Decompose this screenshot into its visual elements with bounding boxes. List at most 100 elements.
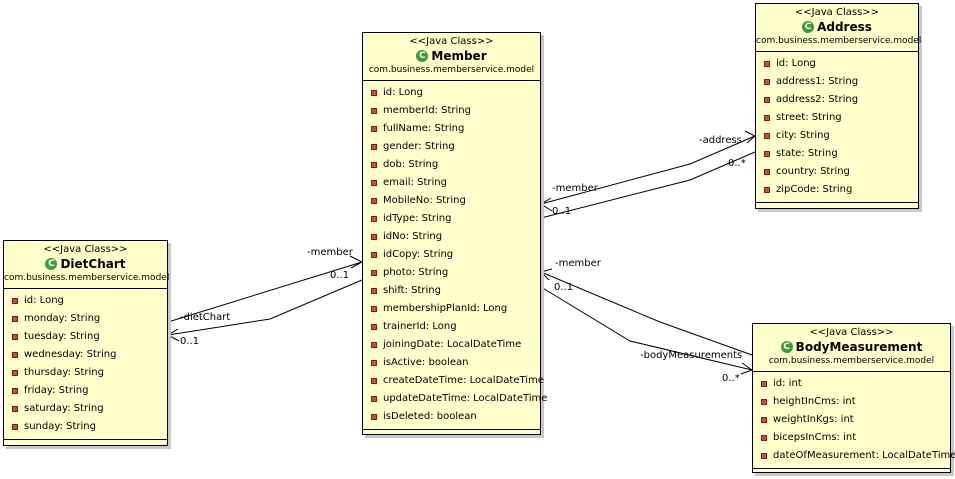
- private-field-icon: [371, 198, 377, 204]
- stereotype-label: <<Java Class>>: [409, 36, 494, 47]
- class-name-text: Address: [817, 20, 872, 34]
- attribute: city: String: [756, 127, 918, 145]
- private-field-icon: [764, 169, 770, 175]
- class-member[interactable]: <<Java Class>> C Member com.business.mem…: [362, 32, 547, 435]
- attribute: shift: String: [363, 282, 540, 300]
- private-field-icon: [761, 435, 767, 441]
- attribute: monday: String: [4, 310, 167, 328]
- private-field-icon: [371, 252, 377, 258]
- edge-member-body: [540, 286, 753, 371]
- attribute: thursday: String: [4, 364, 167, 382]
- private-field-icon: [371, 216, 377, 222]
- operations-compartment: [753, 469, 950, 474]
- private-field-icon: [764, 187, 770, 193]
- attribute: id: Long: [4, 292, 167, 310]
- attribute-list: id: Long memberId: String fullName: Stri…: [363, 81, 547, 430]
- attribute: MobileNo: String: [363, 192, 540, 210]
- attribute: country: String: [756, 163, 918, 181]
- operations-compartment: [756, 203, 918, 208]
- private-field-icon: [764, 97, 770, 103]
- arrowhead-address: [744, 130, 756, 144]
- private-field-icon: [761, 453, 767, 459]
- arrowhead-member-top: [540, 197, 553, 212]
- private-field-icon: [764, 133, 770, 139]
- role-label-address-member: -member: [552, 183, 598, 194]
- attribute: state: String: [756, 145, 918, 163]
- private-field-icon: [371, 90, 377, 96]
- attribute: weightInKgs: int: [753, 411, 950, 429]
- stereotype-label: <<Java Class>>: [794, 7, 880, 18]
- private-field-icon: [371, 324, 377, 330]
- class-header: <<Java Class>> C DietChart com.business.…: [4, 241, 170, 289]
- arrowhead-member-bottom: [540, 268, 553, 281]
- attribute: saturday: String: [4, 400, 167, 418]
- attribute-list: id: Long address1: String address2: Stri…: [756, 52, 918, 203]
- attribute: idNo: String: [363, 228, 540, 246]
- attribute: heightInCms: int: [753, 393, 950, 411]
- role-label-bodymeasurements: -bodyMeasurements: [640, 350, 743, 361]
- private-field-icon: [371, 270, 377, 276]
- attribute: memberId: String: [363, 102, 540, 120]
- attribute: isDeleted: boolean: [363, 408, 540, 426]
- multiplicity-label-body-member: 0..1: [554, 282, 574, 293]
- private-field-icon: [764, 61, 770, 67]
- class-name-text: Member: [431, 49, 487, 63]
- edge-dietchart-member: [167, 279, 363, 336]
- attribute: address2: String: [756, 91, 918, 109]
- class-icon: C: [802, 21, 815, 33]
- edge-member-address: [540, 135, 756, 205]
- attribute: zipCode: String: [756, 181, 918, 199]
- private-field-icon: [12, 334, 18, 340]
- private-field-icon: [12, 406, 18, 412]
- multiplicity-label-bodymeasurements: 0..*: [722, 373, 740, 384]
- class-icon: C: [780, 341, 793, 353]
- private-field-icon: [761, 381, 767, 387]
- class-header: <<Java Class>> C Member com.business.mem…: [363, 33, 540, 81]
- edge-address-member: [540, 151, 756, 219]
- stereotype-label: <<Java Class>>: [809, 327, 894, 338]
- multiplicity-label-address: 0..*: [728, 158, 746, 169]
- role-label-dietchart: -dietChart: [180, 312, 231, 323]
- attribute: joiningDate: LocalDateTime: [363, 336, 540, 354]
- private-field-icon: [12, 424, 18, 430]
- private-field-icon: [371, 360, 377, 366]
- attribute: gender: String: [363, 138, 540, 156]
- private-field-icon: [764, 115, 770, 121]
- private-field-icon: [371, 108, 377, 114]
- class-address[interactable]: <<Java Class>> C Address com.business.me…: [755, 3, 921, 209]
- private-field-icon: [764, 79, 770, 85]
- attribute: email: String: [363, 174, 540, 192]
- multiplicity-label-address-member: 0..1: [552, 206, 572, 217]
- private-field-icon: [371, 126, 377, 132]
- private-field-icon: [371, 414, 377, 420]
- operations-compartment: [4, 440, 167, 445]
- attribute: street: String: [756, 109, 918, 127]
- private-field-icon: [371, 378, 377, 384]
- class-name: C Member: [363, 48, 540, 64]
- attribute: friday: String: [4, 382, 167, 400]
- private-field-icon: [761, 399, 767, 405]
- class-bodymeasurement[interactable]: <<Java Class>> C BodyMeasurement com.bus…: [752, 323, 955, 474]
- attribute: address1: String: [756, 73, 918, 91]
- private-field-icon: [12, 370, 18, 376]
- attribute: id: Long: [756, 55, 918, 73]
- edge-body-member: [540, 271, 753, 356]
- private-field-icon: [371, 396, 377, 402]
- class-header: <<Java Class>> C Address com.business.me…: [756, 4, 921, 52]
- class-dietchart[interactable]: <<Java Class>> C DietChart com.business.…: [3, 240, 170, 446]
- attribute: sunday: String: [4, 418, 167, 436]
- attribute-list: id: Long monday: String tuesday: String …: [4, 289, 167, 440]
- private-field-icon: [371, 306, 377, 312]
- private-field-icon: [371, 144, 377, 150]
- attribute: id: int: [753, 375, 950, 393]
- package-label: com.business.memberservice.model: [4, 273, 170, 283]
- attribute: dateOfMeasurement: LocalDateTime: [753, 447, 955, 465]
- private-field-icon: [761, 417, 767, 423]
- role-label-body-member: -member: [555, 258, 601, 269]
- attribute: id: Long: [363, 84, 540, 102]
- private-field-icon: [371, 342, 377, 348]
- attribute: dob: String: [363, 156, 540, 174]
- multiplicity-label-dietchart: 0..1: [180, 336, 200, 347]
- multiplicity-label-diet-member: 0..1: [330, 270, 350, 281]
